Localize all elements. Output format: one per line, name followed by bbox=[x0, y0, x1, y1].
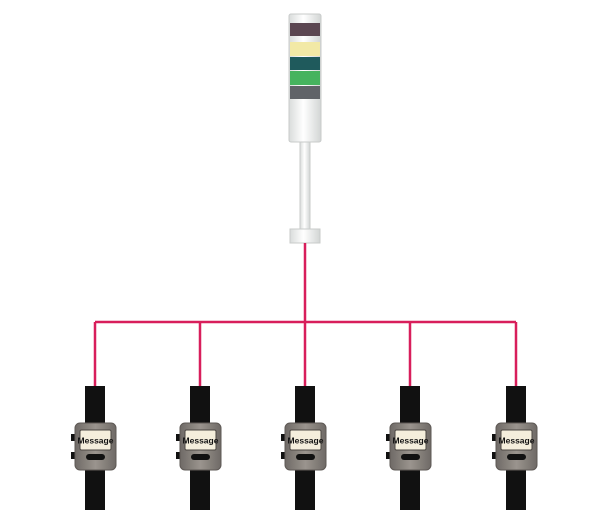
watch-screen bbox=[394, 429, 427, 451]
watch-side-button-lower bbox=[281, 452, 286, 459]
signal-tower bbox=[288, 13, 322, 244]
watch-side-button-upper bbox=[281, 434, 286, 441]
watch-side-button-upper bbox=[71, 434, 76, 441]
watch-screen bbox=[184, 429, 217, 451]
tower-light-4 bbox=[290, 71, 320, 85]
watch-front-button bbox=[191, 454, 210, 460]
watch-side-button-upper bbox=[176, 434, 181, 441]
pager-watch-2: Message bbox=[176, 386, 222, 510]
watch-side-button-upper bbox=[492, 434, 497, 441]
pager-watch-5: Message bbox=[492, 386, 538, 510]
watch-screen-text: Message bbox=[183, 436, 219, 446]
tower-base-bracket bbox=[289, 228, 321, 244]
watch-front-button bbox=[507, 454, 526, 460]
tower-light-1 bbox=[290, 23, 320, 36]
watch-front-button bbox=[401, 454, 420, 460]
watch-screen bbox=[500, 429, 533, 451]
pager-watches: Message Message Message Message Message bbox=[71, 386, 538, 510]
watch-screen-text: Message bbox=[393, 436, 429, 446]
watch-side-button-lower bbox=[176, 452, 181, 459]
watch-side-button-lower bbox=[71, 452, 76, 459]
watch-screen bbox=[79, 429, 112, 451]
watch-screen bbox=[289, 429, 322, 451]
watch-screen-text: Message bbox=[78, 436, 114, 446]
watch-side-button-upper bbox=[386, 434, 391, 441]
watch-side-button-lower bbox=[386, 452, 391, 459]
pager-watch-1: Message bbox=[71, 386, 117, 510]
watch-front-button bbox=[296, 454, 315, 460]
pager-watch-4: Message bbox=[386, 386, 432, 510]
tower-pole bbox=[299, 141, 311, 231]
pager-watch-3: Message bbox=[281, 386, 327, 510]
tower-lights bbox=[290, 23, 320, 99]
watch-screen-text: Message bbox=[499, 436, 535, 446]
watch-side-button-lower bbox=[492, 452, 497, 459]
watch-screen-text: Message bbox=[288, 436, 324, 446]
connection-lines bbox=[95, 243, 516, 410]
tower-light-5 bbox=[290, 86, 320, 99]
tower-light-2 bbox=[290, 42, 320, 56]
tower-light-3 bbox=[290, 57, 320, 70]
watch-front-button bbox=[86, 454, 105, 460]
